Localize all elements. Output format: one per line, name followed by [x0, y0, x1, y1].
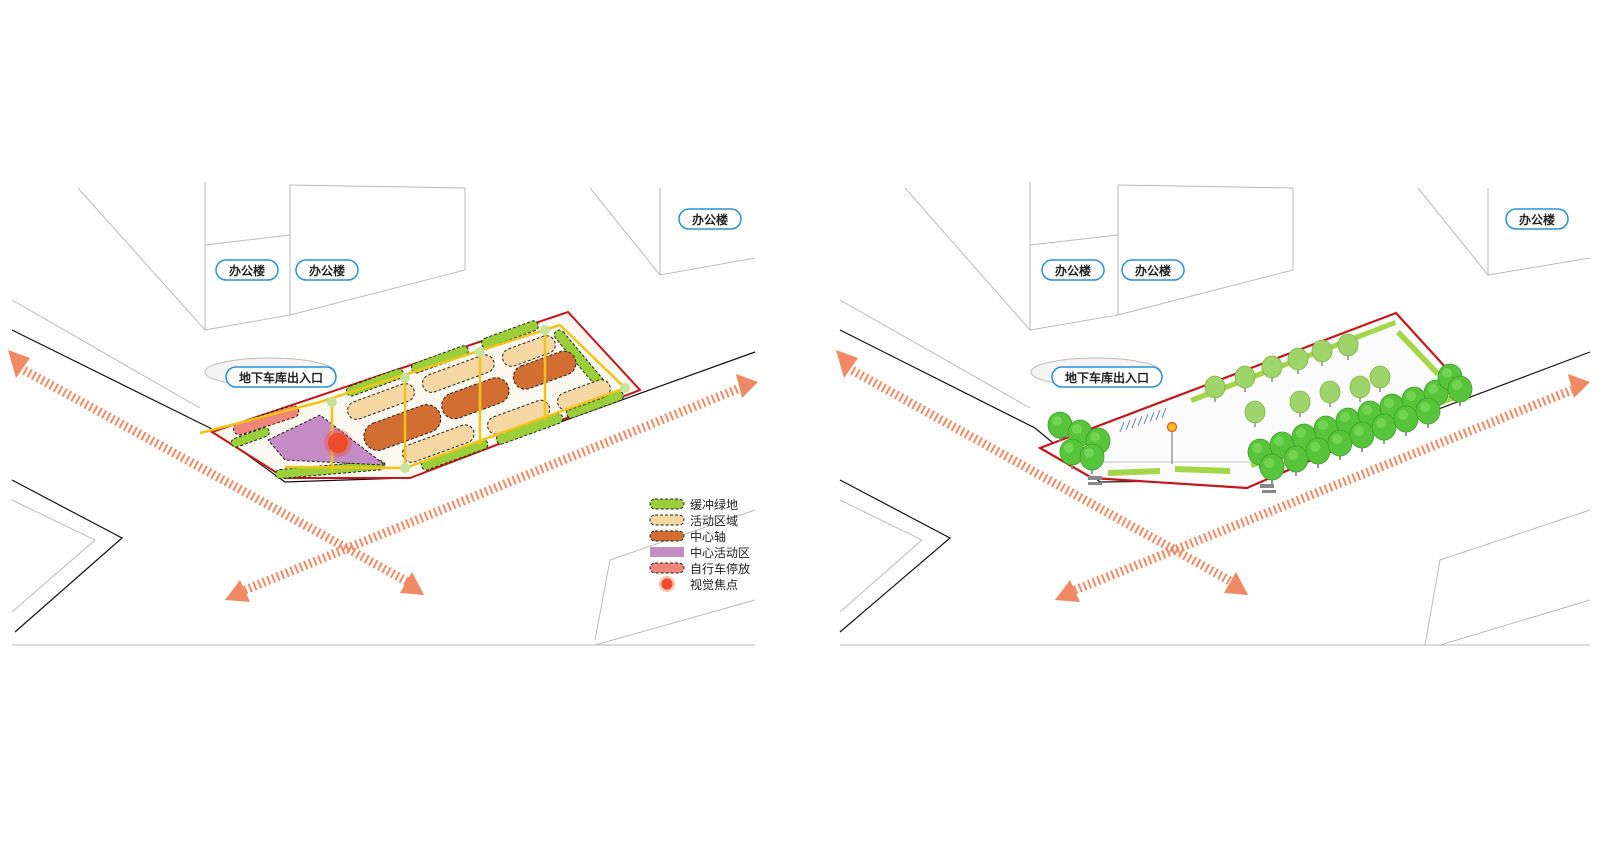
- svg-text:自行车停放: 自行车停放: [690, 561, 750, 576]
- arrowheads-left: [8, 350, 758, 602]
- focal-landmark: [1166, 421, 1178, 464]
- legend-item-buffer: 缓冲绿地: [649, 497, 738, 512]
- bike-racks: [1119, 407, 1167, 433]
- left-panel: 办公楼 办公楼 办公楼 地下车库出入口 缓冲绿地 活动区域: [8, 182, 758, 646]
- legend: 缓冲绿地 活动区域 中心轴 中心活动区 自行车停放 视觉焦点: [649, 497, 750, 592]
- svg-text:地下车库出入口: 地下车库出入口: [1065, 370, 1149, 385]
- label-office-right-2: 办公楼: [1121, 259, 1185, 281]
- office-building-right: [904, 182, 1591, 332]
- legend-item-axis: 中心轴: [649, 529, 726, 544]
- legend-item-focus: 视觉焦点: [659, 576, 738, 592]
- legend-item-bike: 自行车停放: [649, 561, 750, 576]
- legend-item-activity: 活动区域: [649, 514, 738, 528]
- svg-text:办公楼: 办公楼: [692, 212, 728, 227]
- label-office-left-3: 办公楼: [678, 208, 742, 230]
- label-office-right-3: 办公楼: [1505, 208, 1569, 230]
- office-building-left: [77, 182, 756, 332]
- label-office-left-2: 办公楼: [295, 259, 359, 281]
- svg-text:活动区域: 活动区域: [690, 514, 738, 528]
- right-panel: 办公楼 办公楼 办公楼 地下车库出入口: [836, 182, 1591, 646]
- arrowheads-right: [836, 350, 1590, 602]
- activity-areas: [347, 335, 611, 463]
- label-garage-right: 地下车库出入口: [1030, 357, 1163, 388]
- svg-text:中心轴: 中心轴: [690, 529, 726, 544]
- svg-text:办公楼: 办公楼: [1135, 263, 1171, 278]
- svg-text:办公楼: 办公楼: [1055, 263, 1091, 278]
- label-office-right-1: 办公楼: [1041, 259, 1105, 281]
- label-office-left-1: 办公楼: [215, 259, 279, 281]
- legend-item-center: 中心活动区: [650, 545, 750, 560]
- svg-text:缓冲绿地: 缓冲绿地: [690, 497, 738, 512]
- flow-arrows-right: [845, 364, 1574, 597]
- label-garage-left: 地下车库出入口: [204, 357, 337, 388]
- svg-text:地下车库出入口: 地下车库出入口: [239, 370, 323, 385]
- svg-text:办公楼: 办公楼: [1519, 212, 1555, 227]
- svg-text:中心活动区: 中心活动区: [690, 545, 750, 560]
- buffer-greens: [230, 320, 624, 480]
- flow-arrows-left: [17, 364, 742, 597]
- entry-markers: [1088, 476, 1276, 493]
- svg-text:办公楼: 办公楼: [229, 263, 265, 278]
- visual-focus-point: [324, 429, 352, 457]
- svg-text:办公楼: 办公楼: [309, 263, 345, 278]
- svg-text:视觉焦点: 视觉焦点: [690, 577, 738, 592]
- path-nodes: [327, 325, 630, 473]
- central-activity-zone: [267, 414, 387, 466]
